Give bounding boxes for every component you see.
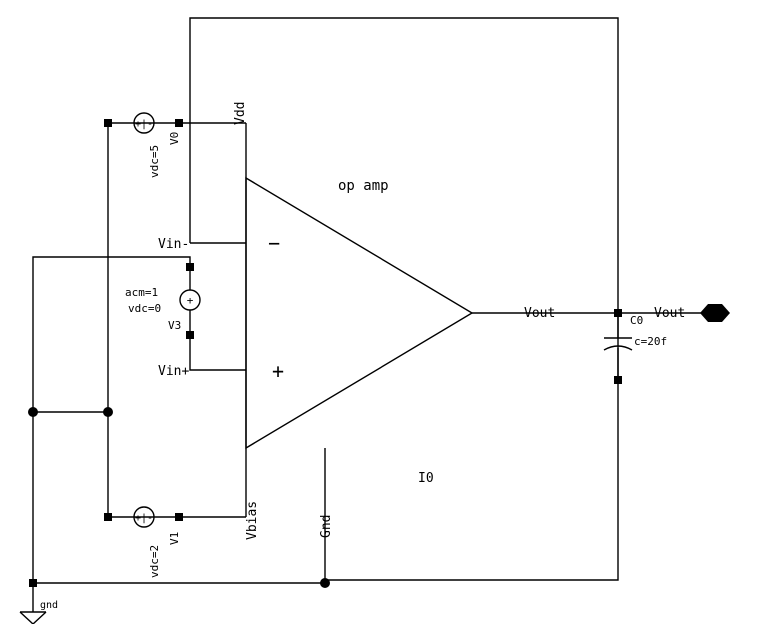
pins — [29, 119, 622, 587]
pin-cap-bottom — [614, 376, 622, 384]
junctions — [28, 407, 330, 588]
pin-label-vin-plus: Vin+ — [158, 364, 189, 379]
pin-label-gnd: Gnd — [319, 515, 334, 538]
source-v3-sign: + — [187, 294, 194, 307]
source-v1-param: vdc=2 — [148, 545, 161, 578]
pin-cap-top — [614, 309, 622, 317]
net-label-gnd: gnd — [40, 600, 58, 611]
pin-v1-left — [104, 513, 112, 521]
op-amp-triangle — [245, 176, 474, 450]
source-v3-symbol[interactable]: + — [179, 265, 201, 335]
source-v1-sign: +|- — [135, 513, 153, 524]
source-v0-param: vdc=5 — [148, 145, 161, 178]
capacitor-value: c=20f — [634, 335, 667, 348]
output-port-vout[interactable] — [700, 304, 730, 322]
pin-label-vdd: Vdd — [233, 102, 248, 125]
op-amp-symbol[interactable] — [245, 176, 474, 450]
instance-cell-label: op amp — [338, 178, 389, 194]
pin-label-vbias: Vbias — [245, 501, 260, 540]
capacitor-plate-bottom — [603, 345, 633, 351]
source-v0-sign: +|- — [135, 119, 153, 130]
pin-v0-left — [104, 119, 112, 127]
junction-left-1 — [28, 407, 38, 417]
wire-v3-vinplus — [189, 335, 246, 371]
pin-label-vout: Vout — [524, 306, 555, 321]
output-port-label: Vout — [654, 306, 685, 321]
source-v0-symbol[interactable]: +|- — [133, 112, 155, 134]
pin-v0-right — [175, 119, 183, 127]
capacitor-c0-symbol[interactable] — [603, 337, 633, 351]
pin-v3-bottom — [186, 331, 194, 339]
source-v3-acm: acm=1 — [125, 286, 158, 299]
junction-left-2 — [103, 407, 113, 417]
source-v3-name: V3 — [168, 319, 181, 332]
source-v1-symbol[interactable]: +|- — [133, 506, 155, 528]
source-v3-vdc: vdc=0 — [128, 302, 161, 315]
ground-symbol — [19, 611, 47, 624]
pin-gnd — [29, 579, 37, 587]
pin-plus-sign: + — [272, 359, 284, 383]
junction-gnd — [320, 578, 330, 588]
wire-outer-left — [32, 256, 325, 584]
pin-v3-top — [186, 263, 194, 271]
capacitor-name: C0 — [630, 314, 643, 327]
wires — [32, 17, 705, 612]
source-v0-name: V0 — [168, 132, 181, 145]
pin-v1-right — [175, 513, 183, 521]
pin-label-vin-minus: Vin- — [158, 237, 189, 252]
wire-top-loop — [189, 17, 619, 581]
source-v1-name: V1 — [168, 532, 181, 545]
instance-name-label: I0 — [418, 471, 434, 486]
pin-minus-sign: − — [268, 231, 280, 255]
